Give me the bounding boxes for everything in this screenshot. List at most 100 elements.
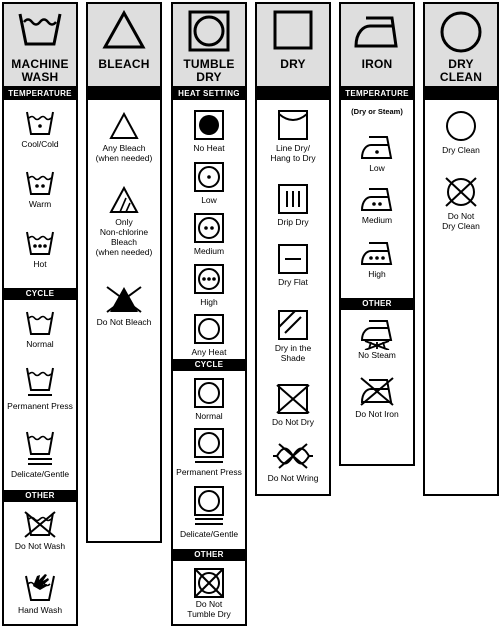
wash-cool-label: Cool/Cold	[21, 139, 59, 149]
do-not-iron-icon	[360, 377, 394, 406]
dry-clean-item: Dry Clean	[425, 110, 497, 155]
iron-other-header: OTHER	[341, 298, 413, 310]
machine-wash-cycle-header: CYCLE	[4, 288, 76, 300]
do-not-iron-item: Do Not Iron	[341, 376, 413, 419]
wash-normal-label: Normal	[26, 339, 54, 349]
wash-warm-label: Warm	[28, 199, 52, 209]
tumble-no-heat-label: No Heat	[193, 143, 225, 153]
column-dry-clean: DRY CLEAN Dry Clean Do Not Dry Clean	[423, 2, 499, 496]
wash-cool-icon	[26, 111, 54, 135]
tumble-normal-item: Normal	[173, 378, 245, 421]
iron-medium-icon	[360, 188, 393, 211]
tumble-dry-icon	[188, 10, 230, 52]
dry-square-icon	[273, 10, 313, 50]
line-dry-item: Line Dry/ Hang to Dry	[257, 110, 329, 163]
hand-wash-label: Hand Wash	[17, 605, 63, 615]
machine-wash-title: MACHINE WASH	[11, 57, 69, 84]
do-not-bleach-item: Do Not Bleach	[88, 284, 160, 327]
iron-medium-item: Medium	[341, 186, 413, 225]
wash-hot-item: Hot	[4, 230, 76, 269]
tumble-normal-icon	[194, 378, 224, 408]
tumble-low-label: Low	[201, 195, 217, 205]
column-iron: IRON TEMPERATURE (Dry or Steam) Low Medi…	[339, 2, 415, 466]
tumble-normal-label: Normal	[195, 411, 223, 421]
drip-dry-icon	[278, 184, 308, 214]
tumble-permanent-press-label: Permanent Press	[176, 467, 242, 477]
no-steam-item: No Steam	[341, 318, 413, 360]
column-machine-wash: MACHINE WASH TEMPERATURE Cool/Cold Warm …	[2, 2, 78, 626]
washtub-icon	[18, 13, 62, 46]
dry-clean-header: DRY CLEAN	[425, 4, 497, 88]
dry-title: DRY	[280, 57, 306, 71]
dry-clean-label: Dry Clean	[442, 145, 480, 155]
do-not-tumble-dry-icon	[194, 568, 224, 598]
wash-hot-label: Hot	[33, 259, 47, 269]
iron-header: IRON	[341, 4, 413, 88]
tumble-delicate-item: Delicate/Gentle	[173, 486, 245, 539]
do-not-bleach-label: Do Not Bleach	[96, 317, 152, 327]
wash-delicate-item: Delicate/Gentle	[4, 430, 76, 479]
machine-wash-other-header: OTHER	[4, 490, 76, 502]
tumble-medium-label: Medium	[193, 246, 225, 256]
any-bleach-icon	[109, 112, 139, 139]
do-not-iron-label: Do Not Iron	[355, 409, 399, 419]
line-dry-icon	[278, 110, 308, 140]
column-dry: DRY Line Dry/ Hang to Dry Drip Dry Dry F…	[255, 2, 331, 496]
tumble-medium-item: Medium	[173, 213, 245, 256]
dry-header-bar	[257, 88, 329, 100]
do-not-tumble-dry-item: Do Not Tumble Dry	[173, 567, 245, 619]
dry-flat-icon	[278, 244, 308, 274]
non-chlorine-bleach-icon	[109, 186, 139, 213]
tumble-dry-heat-header: HEAT SETTING	[173, 88, 245, 100]
tumble-no-heat-icon	[194, 110, 224, 140]
no-steam-icon	[360, 320, 393, 350]
dry-shade-label: Dry in the Shade	[274, 343, 312, 363]
tumble-dry-title: TUMBLE DRY	[183, 57, 235, 84]
tumble-dry-header: TUMBLE DRY	[173, 4, 245, 88]
do-not-wash-icon	[24, 511, 56, 538]
any-bleach-item: Any Bleach (when needed)	[88, 112, 160, 163]
do-not-wring-icon	[273, 443, 313, 469]
bleach-header: BLEACH	[88, 4, 160, 88]
bleach-triangle-icon	[102, 10, 146, 49]
hand-wash-item: Hand Wash	[4, 572, 76, 615]
tumble-medium-icon	[194, 213, 224, 243]
bleach-title: BLEACH	[98, 57, 150, 71]
tumble-dry-other-header: OTHER	[173, 549, 245, 561]
tumble-delicate-label: Delicate/Gentle	[179, 529, 239, 539]
column-tumble-dry: TUMBLE DRY HEAT SETTING No Heat Low Medi…	[171, 2, 247, 626]
tumble-any-heat-icon	[194, 314, 224, 344]
iron-high-label: High	[368, 269, 386, 279]
dry-shade-icon	[278, 310, 308, 340]
iron-icon	[354, 16, 398, 48]
column-bleach: BLEACH Any Bleach (when needed) Only Non…	[86, 2, 162, 543]
bleach-header-bar	[88, 88, 160, 100]
wash-warm-icon	[26, 171, 54, 195]
iron-low-icon	[360, 136, 393, 159]
dry-clean-header-bar	[425, 88, 497, 100]
do-not-dry-item: Do Not Dry	[257, 384, 329, 427]
machine-wash-temperature-header: TEMPERATURE	[4, 88, 76, 100]
any-bleach-label: Any Bleach (when needed)	[95, 143, 153, 163]
do-not-dry-clean-item: Do Not Dry Clean	[425, 176, 497, 231]
do-not-wring-item: Do Not Wring	[257, 442, 329, 483]
iron-high-icon	[360, 242, 393, 265]
wash-delicate-icon	[26, 431, 54, 465]
iron-low-label: Low	[369, 163, 385, 173]
do-not-dry-icon	[276, 384, 310, 414]
tumble-low-item: Low	[173, 162, 245, 205]
tumble-permanent-press-item: Permanent Press	[173, 428, 245, 477]
line-dry-label: Line Dry/ Hang to Dry	[270, 143, 316, 163]
tumble-high-item: High	[173, 264, 245, 307]
drip-dry-item: Drip Dry	[257, 184, 329, 227]
tumble-high-icon	[194, 264, 224, 294]
dry-header: DRY	[257, 4, 329, 88]
machine-wash-header: MACHINE WASH	[4, 4, 76, 88]
tumble-dry-cycle-header: CYCLE	[173, 359, 245, 371]
wash-permanent-press-label: Permanent Press	[7, 401, 73, 411]
tumble-delicate-icon	[194, 486, 224, 525]
dry-shade-item: Dry in the Shade	[257, 310, 329, 363]
non-chlorine-bleach-label: Only Non-chlorine Bleach (when needed)	[95, 217, 153, 257]
no-steam-label: No Steam	[358, 350, 396, 360]
iron-temperature-header: TEMPERATURE	[341, 88, 413, 100]
